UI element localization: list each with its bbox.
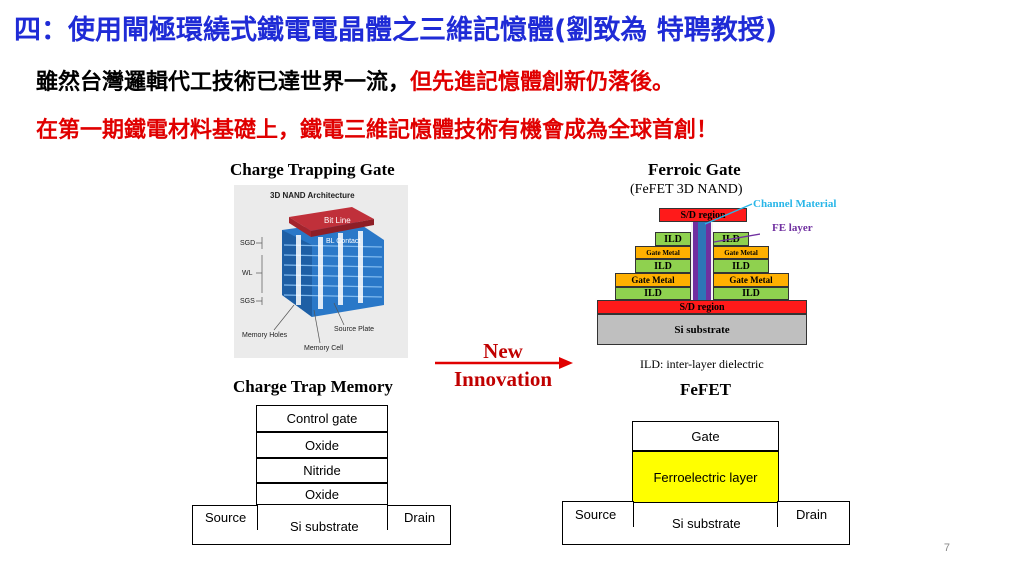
- wl-label: WL: [242, 270, 253, 277]
- fefet-title: FeFET: [680, 380, 731, 399]
- source-label: Source: [205, 510, 247, 525]
- drain-region: [387, 505, 451, 531]
- fefet-drain-region: [777, 501, 850, 528]
- subtitle-red-text: 但先進記憶體創新仍落後。: [410, 70, 675, 95]
- fe-layer-right: [706, 222, 711, 300]
- sd-region-bottom: S/D region: [597, 300, 807, 314]
- source-plate-label: Source Plate: [334, 326, 374, 333]
- sgs-label: SGS: [240, 298, 255, 305]
- ild-right-1: ILD: [713, 287, 789, 300]
- new-innovation-text: New Innovation: [433, 337, 573, 393]
- fefet-substrate-base: [562, 527, 850, 545]
- fefet-drain-label: Drain: [796, 507, 828, 522]
- slide-title: 四：使用閘極環繞式鐵電電晶體之三維記憶體(劉致為 特聘教授): [14, 15, 778, 46]
- nitride-layer: Nitride: [256, 458, 388, 483]
- innovation-arrow: [435, 357, 573, 369]
- innovation-label: Innovation: [453, 367, 553, 391]
- subtitle-line: 雖然台灣邏輯代工技術已達世界一流，但先進記憶體創新仍落後。: [36, 64, 674, 96]
- new-label: New: [483, 339, 523, 363]
- bl-contact-label: BL Contact: [326, 238, 360, 245]
- ild-left-3: ILD: [655, 232, 691, 246]
- gate-metal-right-2: Gate Metal: [713, 246, 769, 259]
- sd-region-top: S/D region: [659, 208, 747, 222]
- si-substrate-label: Si substrate: [290, 519, 359, 534]
- oxide-top-layer: Oxide: [256, 432, 388, 458]
- gate-metal-left-2: Gate Metal: [635, 246, 691, 259]
- control-gate-layer: Control gate: [256, 405, 388, 432]
- ferroic-gate-title: Ferroic Gate: [648, 160, 741, 179]
- ild-left-2: ILD: [635, 259, 691, 273]
- ferroic-gate-subtitle: (FeFET 3D NAND): [630, 182, 743, 197]
- oxide-bottom-layer: Oxide: [256, 483, 388, 505]
- si-substrate-block: Si substrate: [597, 314, 807, 345]
- nand-illustration: Bit Line 3D NAND Architecture BL Contact…: [234, 185, 408, 358]
- memory-holes-label: Memory Holes: [242, 332, 288, 339]
- charge-trapping-gate-title: Charge Trapping Gate: [230, 160, 395, 179]
- ild-left-1: ILD: [615, 287, 691, 300]
- fefet-source-label: Source: [575, 507, 617, 522]
- substrate-base: [192, 530, 451, 545]
- drain-label: Drain: [404, 510, 436, 525]
- ild-note: ILD: inter-layer dielectric: [640, 357, 764, 371]
- fefet-substrate-label: Si substrate: [672, 516, 741, 531]
- sgd-label: SGD: [240, 240, 255, 247]
- channel-material-label: Channel Material: [753, 198, 837, 210]
- highlight-line: 在第一期鐵電材料基礎上，鐵電三維記憶體技術有機會成為全球首創！: [36, 118, 719, 143]
- fe-layer-left: [693, 222, 698, 300]
- memory-cell-label: Memory Cell: [304, 345, 344, 352]
- ild-right-2: ILD: [713, 259, 769, 273]
- page-number: 7: [943, 542, 950, 554]
- charge-trap-memory-title: Charge Trap Memory: [233, 377, 393, 396]
- callout-lines: [704, 203, 760, 243]
- subtitle-black-text: 雖然台灣邏輯代工技術已達世界一流，: [36, 70, 411, 95]
- nand-architecture-image: Bit Line 3D NAND Architecture BL Contact…: [234, 185, 408, 358]
- channel-material-column: [698, 222, 706, 300]
- ferroelectric-layer: Ferroelectric layer: [632, 451, 779, 503]
- gate-metal-right-1: Gate Metal: [713, 273, 789, 287]
- nand-heading: 3D NAND Architecture: [270, 191, 355, 200]
- fe-layer-label: FE layer: [772, 222, 813, 234]
- gate-metal-left-1: Gate Metal: [615, 273, 691, 287]
- bit-line-label: Bit Line: [324, 216, 351, 225]
- fefet-gate-layer: Gate: [632, 421, 779, 451]
